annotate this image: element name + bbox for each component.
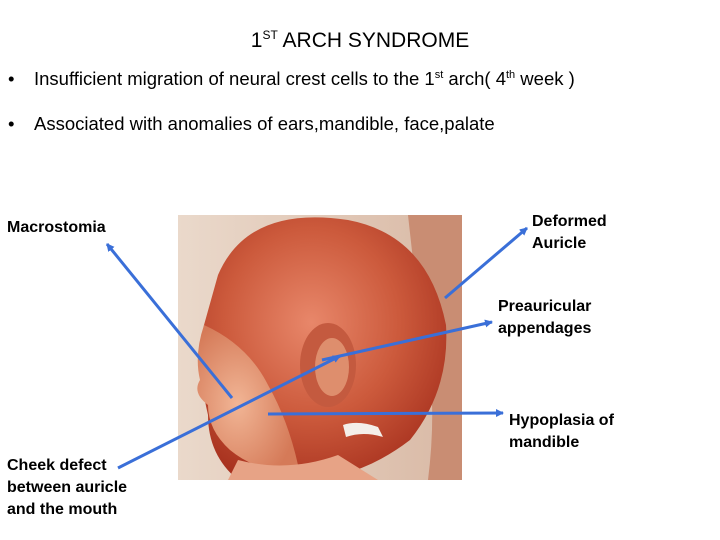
bullet-text-post: week ) <box>515 68 575 89</box>
label-line: Hypoplasia of <box>509 412 614 429</box>
label-deformed-auricle: Deformed Auricle <box>532 211 607 255</box>
arrow-cheek-defect <box>117 354 341 470</box>
title-prefix: 1 <box>250 29 263 52</box>
bullet-dot: • <box>8 113 15 134</box>
label-macrostomia: Macrostomia <box>7 217 106 239</box>
label-hypoplasia-mandible: Hypoplasia of mandible <box>509 410 614 454</box>
bullet-sup: st <box>434 69 444 81</box>
label-line: Auricle <box>532 235 587 252</box>
title-sup: ST <box>262 28 278 42</box>
title-main: ARCH SYNDROME <box>282 29 470 52</box>
slide-title: 1ST ARCH SYNDROME <box>0 28 720 53</box>
arrow-macrostomia <box>105 243 234 399</box>
label-line: Macrostomia <box>7 219 106 236</box>
arrow-preauricular <box>321 319 493 362</box>
bullet-item: • Insufficient migration of neural crest … <box>8 68 575 90</box>
infant-profile-photo <box>178 215 462 480</box>
arrow-hypoplasia <box>267 409 504 418</box>
label-line: Deformed <box>532 213 607 230</box>
bullet-text-mid: arch( 4 <box>443 68 506 89</box>
bullet-item: • Associated with anomalies of ears,mandi… <box>8 113 495 135</box>
label-line: between auricle <box>7 479 128 496</box>
label-line: mandible <box>509 434 580 451</box>
arrow-deformed-auricle <box>444 226 528 300</box>
label-line: Cheek defect <box>7 457 107 474</box>
bullet-sup: th <box>505 69 516 81</box>
label-line: and the mouth <box>7 501 118 518</box>
bullet-text-pre: Insufficient migration of neural crest c… <box>34 68 435 89</box>
label-line: Preauricular <box>498 298 592 315</box>
label-line: appendages <box>498 320 592 337</box>
bullet-dot: • <box>8 68 15 89</box>
label-cheek-defect: Cheek defect between auricle and the mou… <box>7 455 127 521</box>
bullet-text: Associated with anomalies of ears,mandib… <box>34 113 495 134</box>
label-preauricular-appendages: Preauricular appendages <box>498 296 591 340</box>
